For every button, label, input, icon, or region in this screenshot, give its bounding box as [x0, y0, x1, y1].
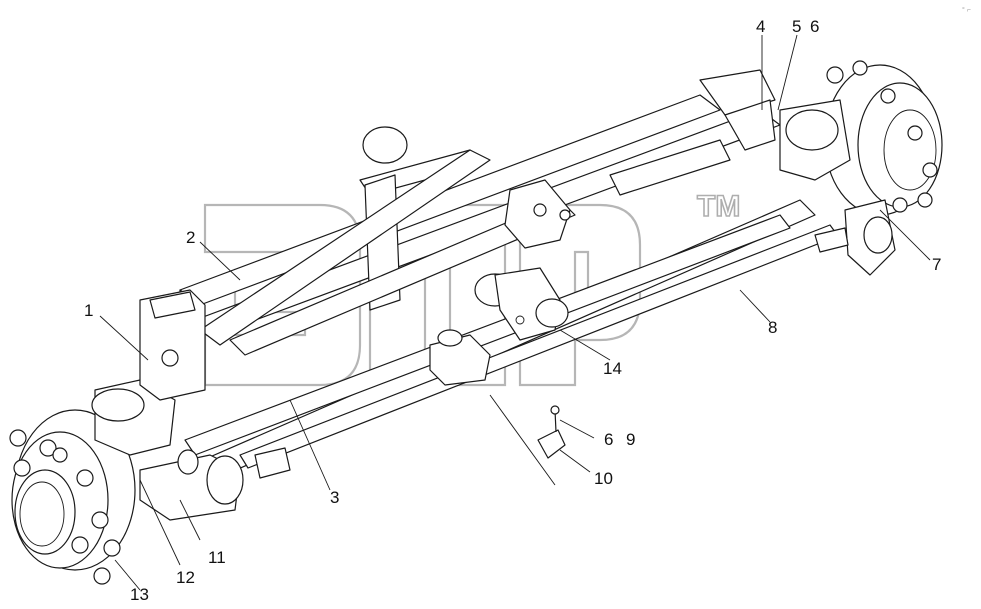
callout-13: 13 [130, 585, 149, 604]
callout-5: 5 [792, 17, 801, 36]
callout-7: 7 [932, 255, 941, 274]
callout-12: 12 [176, 568, 195, 587]
callout-2: 2 [186, 228, 195, 247]
corner-mark: ° ⌐ [962, 6, 971, 14]
callout-labels: 1 2 3 4 5 6 6 7 8 9 10 11 12 13 14 [84, 17, 941, 604]
watermark-trademark: TM [697, 190, 740, 223]
callout-8: 8 [768, 318, 777, 337]
callout-4: 4 [756, 17, 765, 36]
left-wheel-hub [9, 289, 291, 585]
callout-6-center: 6 [604, 430, 613, 449]
center-components [362, 126, 569, 459]
right-wheel-hub [699, 60, 943, 276]
callout-1: 1 [84, 301, 93, 320]
hub-bolts [9, 429, 121, 585]
callout-14: 14 [603, 359, 622, 378]
callout-3: 3 [330, 488, 339, 507]
callout-6-top: 6 [810, 17, 819, 36]
callout-11: 11 [208, 548, 226, 567]
callout-10: 10 [594, 469, 613, 488]
callout-9: 9 [626, 430, 635, 449]
leader-lines [99, 34, 931, 591]
